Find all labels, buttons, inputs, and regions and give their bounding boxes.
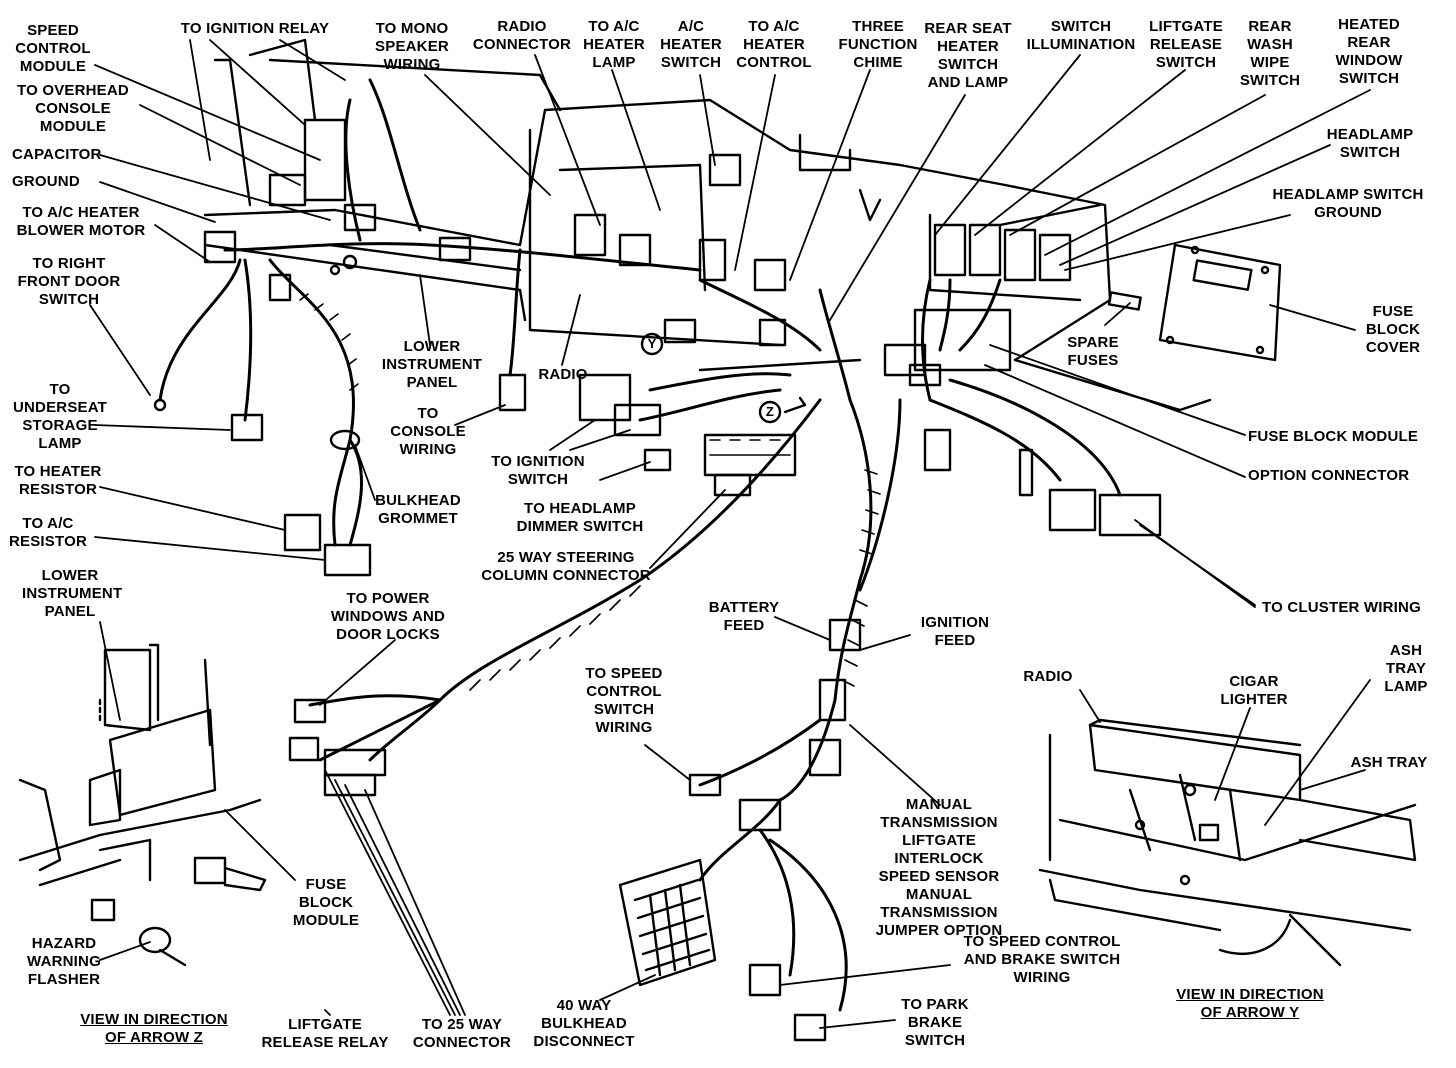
leader-lines bbox=[89, 39, 1371, 1029]
label-rear-seat-heater-switch: REAR SEAT HEATER SWITCH AND LAMP bbox=[924, 20, 1012, 91]
label-switch-illumination: SWITCH ILLUMINATION bbox=[1026, 18, 1136, 53]
label-fuse-block-cover: FUSE BLOCK COVER bbox=[1365, 303, 1421, 356]
label-rear-wash-wipe-switch: REAR WASH WIPE SWITCH bbox=[1239, 18, 1301, 89]
label-fuse-block-module-main: FUSE BLOCK MODULE bbox=[1248, 428, 1419, 445]
label-ground: GROUND bbox=[12, 173, 80, 190]
arrow-markers bbox=[640, 332, 807, 424]
marker-y-label: Y bbox=[647, 336, 657, 351]
label-spare-fuses: SPARE FUSES bbox=[1067, 334, 1119, 369]
label-view-arrow-z: VIEW IN DIRECTION OF ARROW Z bbox=[80, 1011, 228, 1046]
label-to-speed-control-brake: TO SPEED CONTROL AND BRAKE SWITCH WIRING bbox=[963, 933, 1121, 986]
label-to-heater-resistor: TO HEATER RESISTOR bbox=[14, 463, 102, 498]
label-heated-rear-window-switch: HEATED REAR WINDOW SWITCH bbox=[1335, 16, 1403, 87]
label-ash-tray: ASH TRAY bbox=[1350, 754, 1428, 771]
label-to-speed-control-switch: TO SPEED CONTROL SWITCH WIRING bbox=[585, 665, 663, 736]
fuse-block-cover bbox=[1107, 243, 1282, 362]
label-liftgate-release-relay: LIFTGATE RELEASE RELAY bbox=[261, 1016, 389, 1051]
label-to-ignition-switch: TO IGNITION SWITCH bbox=[491, 453, 585, 488]
label-to-console-wiring: TO CONSOLE WIRING bbox=[390, 405, 466, 458]
label-ash-tray-lamp: ASH TRAY LAMP bbox=[1384, 642, 1428, 695]
label-to-ac-heater-lamp: TO A/C HEATER LAMP bbox=[583, 18, 645, 71]
inset-view-z-drawing bbox=[18, 643, 267, 967]
label-to-overhead-console: TO OVERHEAD CONSOLE MODULE bbox=[17, 82, 129, 135]
label-ignition-feed: IGNITION FEED bbox=[920, 614, 990, 649]
steering-column-connector bbox=[709, 439, 791, 456]
label-speed-control-module: SPEED CONTROL MODULE bbox=[15, 22, 91, 75]
label-to-mono-speaker-wiring: TO MONO SPEAKER WIRING bbox=[375, 20, 449, 73]
label-capacitor: CAPACITOR bbox=[12, 146, 102, 163]
label-to-underseat-storage-lamp: TO UNDERSEAT STORAGE LAMP bbox=[12, 381, 108, 452]
harness-tape-markings bbox=[299, 293, 881, 691]
label-cigar-lighter: CIGAR LIGHTER bbox=[1220, 673, 1288, 708]
bulkhead-40-way-connector bbox=[618, 858, 717, 987]
label-bulkhead-grommet: BULKHEAD GROMMET bbox=[375, 492, 461, 527]
instrument-panel-outline bbox=[203, 38, 1212, 412]
label-to-cluster-wiring: TO CLUSTER WIRING bbox=[1262, 599, 1421, 616]
label-bulkhead-disconnect-40: 40 WAY BULKHEAD DISCONNECT bbox=[533, 997, 635, 1050]
label-liftgate-release-switch: LIFTGATE RELEASE SWITCH bbox=[1149, 18, 1223, 71]
label-lower-instrument-panel-top: LOWER INSTRUMENT PANEL bbox=[381, 338, 483, 391]
harness-end-connectors bbox=[288, 618, 862, 1042]
label-manual-transmission-group: MANUAL TRANSMISSION LIFTGATE INTERLOCK S… bbox=[875, 796, 1003, 939]
wire-harness-bundles bbox=[158, 78, 1122, 1012]
label-to-park-brake-switch: TO PARK BRAKE SWITCH bbox=[901, 996, 969, 1049]
label-to-ignition-relay: TO IGNITION RELAY bbox=[180, 20, 330, 37]
label-battery-feed: BATTERY FEED bbox=[708, 599, 780, 634]
label-ac-heater-switch: A/C HEATER SWITCH bbox=[660, 18, 722, 71]
label-three-function-chime: THREE FUNCTION CHIME bbox=[838, 18, 918, 71]
label-to-ac-heater-control: TO A/C HEATER CONTROL bbox=[736, 18, 812, 71]
label-to-25-way-connector: TO 25 WAY CONNECTOR bbox=[412, 1016, 512, 1051]
label-to-power-windows: TO POWER WINDOWS AND DOOR LOCKS bbox=[330, 590, 446, 643]
label-headlamp-switch: HEADLAMP SWITCH bbox=[1326, 126, 1414, 161]
label-headlamp-switch-ground: HEADLAMP SWITCH GROUND bbox=[1272, 186, 1424, 221]
label-to-ac-heater-blower: TO A/C HEATER BLOWER MOTOR bbox=[16, 204, 146, 239]
label-fuse-block-module-inset: FUSE BLOCK MODULE bbox=[292, 876, 360, 929]
label-hazard-warning-flasher: HAZARD WARNING FLASHER bbox=[27, 935, 101, 988]
label-lower-instrument-panel-inset: LOWER INSTRUMENT PANEL bbox=[22, 567, 123, 620]
label-view-arrow-y: VIEW IN DIRECTION OF ARROW Y bbox=[1176, 986, 1324, 1021]
label-to-right-front-door: TO RIGHT FRONT DOOR SWITCH bbox=[17, 255, 121, 308]
bulkhead-grommet bbox=[153, 254, 361, 451]
label-to-ac-resistor: TO A/C RESISTOR bbox=[8, 515, 87, 550]
inset-view-y-drawing bbox=[1038, 718, 1417, 967]
label-radio-connector: RADIO CONNECTOR bbox=[472, 18, 572, 53]
marker-z-label: Z bbox=[765, 404, 775, 419]
label-option-connector: OPTION CONNECTOR bbox=[1248, 467, 1410, 484]
label-radio-main: RADIO bbox=[538, 366, 588, 383]
label-to-headlamp-dimmer: TO HEADLAMP DIMMER SWITCH bbox=[516, 500, 644, 535]
label-radio-inset: RADIO bbox=[1023, 668, 1073, 685]
label-steering-column-connector: 25 WAY STEERING COLUMN CONNECTOR bbox=[481, 549, 651, 584]
